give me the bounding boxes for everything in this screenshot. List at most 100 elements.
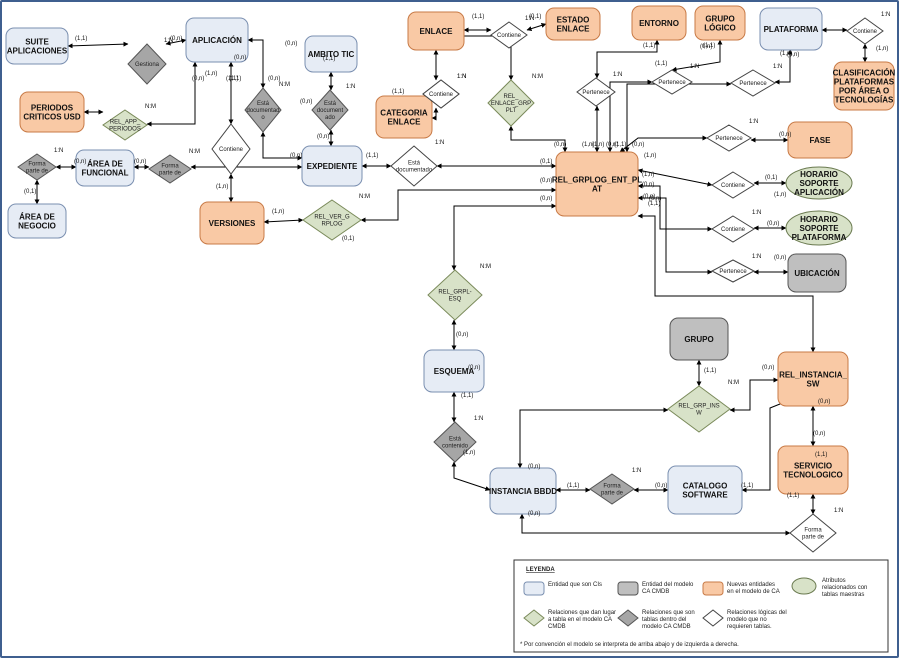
relation-cardinality: N:M <box>279 82 290 88</box>
relation-cardinality: 1:N <box>834 508 843 514</box>
relation-label: Contiene <box>497 33 522 39</box>
participation-label: (0,n) <box>192 76 204 82</box>
entity-label: LÓGICO <box>704 24 736 33</box>
relation-label: Pertenece <box>739 81 767 87</box>
line-pert2-grplog <box>637 195 713 275</box>
legend-item-label: tablas dentro del <box>642 617 686 623</box>
entity-label: CATALOGO <box>683 482 728 491</box>
entity-label: SOPORTE <box>799 179 839 188</box>
line-aplicacion-doc <box>247 37 266 89</box>
entity-label: PLATAFORMAS <box>834 78 895 87</box>
relation-cardinality: 1:N <box>54 148 63 154</box>
relation-label: documentad <box>246 108 279 114</box>
line-entorno-pert <box>594 39 660 79</box>
entity-label: ESQUEMA <box>434 367 475 376</box>
relation-cardinality: N:M <box>189 149 200 155</box>
participation-label: (0,n) <box>813 431 825 437</box>
relation-label: Contiene <box>429 92 454 98</box>
participation-label: (0,n) <box>290 153 302 159</box>
participation-label: (1,1) <box>643 43 655 49</box>
participation-label: (0,n) <box>540 178 552 184</box>
participation-label: (0,n) <box>268 76 280 82</box>
relation-cardinality: 1:N <box>881 12 890 18</box>
entity-label: FASE <box>810 136 832 145</box>
participation-label: (0,n) <box>700 44 712 50</box>
entity-esquema: ESQUEMA <box>423 349 485 393</box>
participation-label: (0,n) <box>74 159 86 165</box>
entity-label: APLICACIÓN <box>794 188 844 197</box>
participation-label: (1,n) <box>582 142 594 148</box>
relation-pertenece-plat: Pertenece 1:N <box>730 64 782 97</box>
relation-label: Pertenece <box>658 80 686 86</box>
participation-label: (1,1) <box>75 36 87 42</box>
line-contiene-estado <box>526 22 547 32</box>
relation-cardinality: 1:N <box>164 38 173 44</box>
participation-label: (1,n) <box>205 71 217 77</box>
entity-expediente: EXPEDIENTE <box>301 145 363 187</box>
participation-label: (0,n) <box>606 142 618 148</box>
line-doc-expediente <box>260 131 303 161</box>
participation-label: (1,1) <box>703 43 715 49</box>
participation-label: (0,n) <box>234 55 246 61</box>
entity-ambito-tic: AMBITO TIC <box>304 35 358 73</box>
diagram-shapes: SUITEAPLICACIONESAPLICACIÓNENLACEESTADOE… <box>5 5 896 553</box>
participation-label: (0,1) <box>24 189 36 195</box>
entity-label: SOPORTE <box>799 224 839 233</box>
participation-label: (0,n) <box>528 511 540 517</box>
relation-cardinality: N:M <box>145 104 156 110</box>
participation-label: (1,1) <box>323 56 335 62</box>
relation-label: Pertenece <box>582 90 610 96</box>
relation-label: REL_VER_G <box>314 215 350 221</box>
legend-item-label: Atributos <box>822 578 846 584</box>
entity-label: HORARIO <box>800 170 838 179</box>
relation-label: W <box>696 411 702 417</box>
participation-label: (1,n) <box>216 184 228 190</box>
relation-label: Está <box>449 437 462 443</box>
participation-label: (0,n) <box>554 142 566 148</box>
participation-label: (0,n) <box>649 196 661 202</box>
relation-label: Contiene <box>721 183 746 189</box>
relation-cardinality: 1:N <box>773 64 782 70</box>
participation-label: (0,n) <box>317 134 329 140</box>
participation-label: (1,n) <box>774 192 786 198</box>
entity-label: CATEGORIA <box>380 109 428 118</box>
entity-label: SERVICIO <box>794 462 832 471</box>
relation-label: parte de <box>159 171 182 177</box>
relation-label: RPLOG <box>321 222 342 228</box>
relation-cardinality: 1:N <box>346 84 355 90</box>
legend-item-label: Entidad que son CIs <box>548 582 602 588</box>
connector-lines <box>34 22 868 536</box>
entity-label: TECNOLOGICO <box>783 471 843 480</box>
legend-item-label: CMDB <box>548 624 566 630</box>
line-relgrp-instancia <box>517 407 669 469</box>
relation-cardinality: N:M <box>480 264 491 270</box>
participation-label: (0,n) <box>468 365 480 371</box>
legend-item-label: Nuevas entidades <box>727 582 775 588</box>
relation-label: Contiene <box>853 29 878 35</box>
line-plat-pert <box>774 49 793 85</box>
participation-label: (0,1) <box>540 159 552 165</box>
entity-instancia-bbdd: INSTANCIA BBDD <box>489 467 557 515</box>
line-forma-instancia <box>519 513 791 536</box>
line-grplog-relinst <box>637 213 816 353</box>
relation-label: Pertenece <box>715 136 743 142</box>
relation-label: Está <box>408 161 421 167</box>
entity-rel-grplog: REL_GRPLOG_ENT_PLAT <box>552 151 642 217</box>
participation-label: (0,1) <box>765 175 777 181</box>
legend-item-label: CA CMDB <box>642 589 669 595</box>
line-relgrp-relinst <box>729 377 779 413</box>
entity-label: REL_GRPLOG_ENT_PL <box>552 176 642 185</box>
relation-cardinality: N:M <box>532 74 543 80</box>
